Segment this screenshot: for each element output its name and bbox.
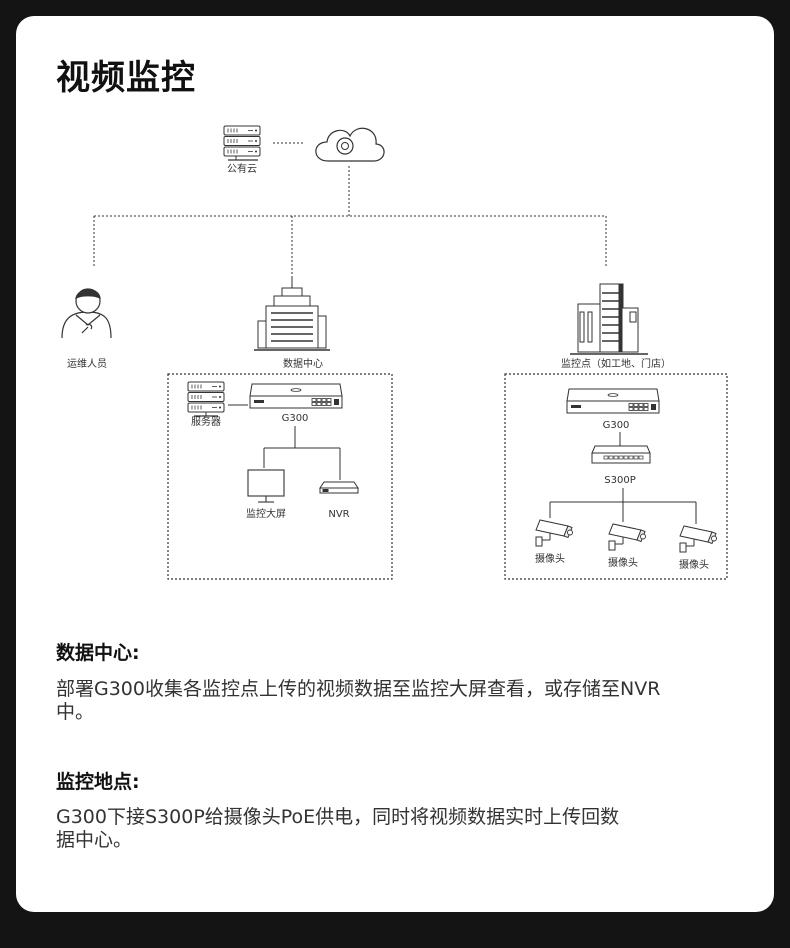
datacenter-label: 数据中心 [283,357,323,370]
camera-icon-3 [679,525,717,553]
ops-label: 运维人员 [67,357,107,370]
s300p-switch-icon [591,445,651,464]
monitor-screen-icon [247,469,285,503]
site-body-line-1: G300下接S300P给摄像头PoE供电，同时将视频数据实时上传回数 [56,806,620,828]
camera-label-3: 摄像头 [679,558,709,571]
datacenter-body-line-1: 部署G300收集各监控点上传的视频数据至监控大屏查看，或存储至NVR [56,678,661,700]
dc-server-icon [187,381,225,417]
public-cloud-server-icon [223,125,261,161]
site-box [504,373,728,580]
nvr-device-icon [319,481,359,494]
content-card: 视频监控 [16,16,774,912]
public-cloud-label: 公有云 [227,162,257,175]
site-section-title: 监控地点: [56,771,140,793]
page-title: 视频监控 [56,58,196,98]
datacenter-body-line-2: 中。 [56,701,95,723]
screen-label: 监控大屏 [246,507,286,520]
camera-icon-1 [535,519,573,547]
nvr-label: NVR [328,509,349,520]
camera-icon-2 [608,523,646,551]
datacenter-building-icon [254,278,330,351]
site-section-body: G300下接S300P给摄像头PoE供电，同时将视频数据实时上传回数 据中心。 [56,806,736,852]
site-building-icon [570,283,648,355]
site-body-line-2: 据中心。 [56,829,133,851]
g300-label-dc: G300 [282,413,309,424]
datacenter-box [167,373,393,580]
network-diagram: 公有云 运维人员 [61,125,728,580]
dc-g300-device-icon [249,383,343,409]
datacenter-section-title: 数据中心: [56,642,140,664]
camera-label-2: 摄像头 [608,556,638,569]
cloud-icon [315,127,385,162]
g300-label-site: G300 [603,420,630,431]
server-label: 服务器 [191,415,221,428]
dc-tree-lines [263,426,341,480]
site-g300-device-icon [566,388,660,414]
datacenter-section-body: 部署G300收集各监控点上传的视频数据至监控大屏查看，或存储至NVR 中。 [56,678,736,724]
site-tree-lines [549,488,697,524]
monitor-point-label: 监控点（如工地、门店） [561,357,671,370]
ops-person-icon [61,288,112,339]
s300p-label: S300P [604,475,635,486]
dashed-links [93,166,607,278]
camera-label-1: 摄像头 [535,552,565,565]
